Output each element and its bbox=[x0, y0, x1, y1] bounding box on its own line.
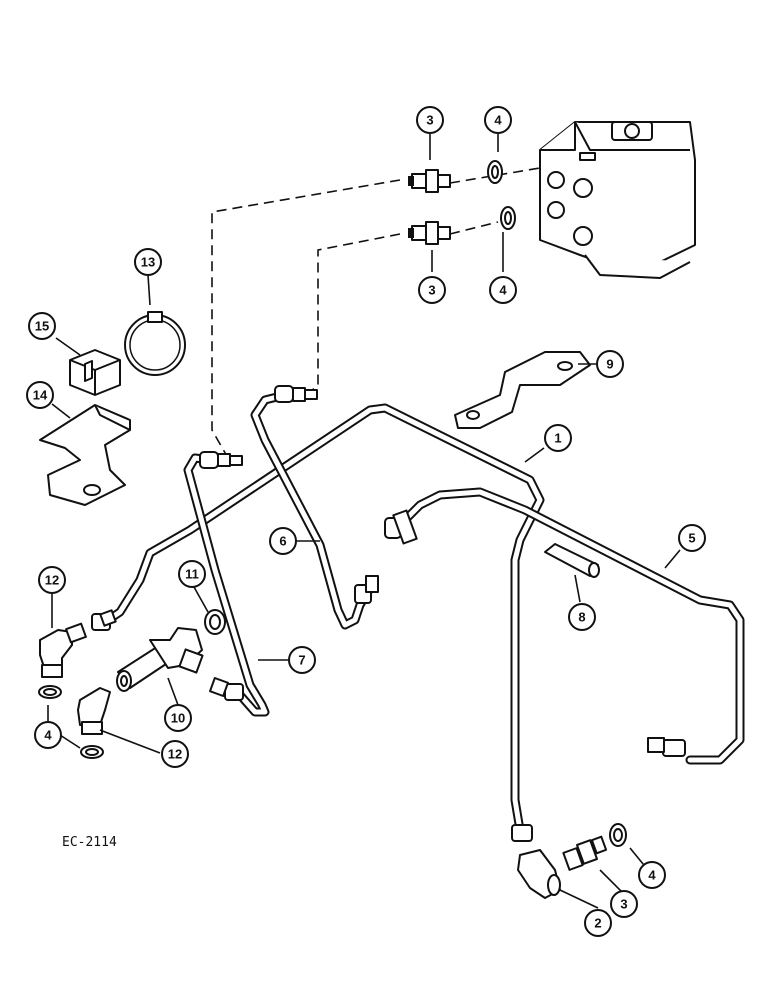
seal-4-left-upper bbox=[38, 685, 62, 699]
callout-6: 6 bbox=[269, 527, 297, 555]
leader-lines bbox=[47, 134, 681, 909]
pipe-5 bbox=[395, 487, 745, 765]
elbow-2 bbox=[517, 849, 561, 899]
pipe-7 bbox=[183, 453, 270, 717]
pipe-end-fitting-7-top bbox=[199, 451, 243, 469]
callout-11: 11 bbox=[178, 560, 206, 588]
callout-1: 1 bbox=[544, 424, 572, 452]
seal-4-lower-right bbox=[609, 823, 627, 847]
callout-9-label: 9 bbox=[606, 357, 613, 372]
pipe-end-fitting-6-bottom bbox=[354, 575, 379, 604]
fitting-3-upper bbox=[408, 169, 451, 193]
bracket-9 bbox=[454, 351, 591, 429]
callout-14: 14 bbox=[26, 381, 54, 409]
callout-9: 9 bbox=[596, 350, 624, 378]
callout-3-upper-label: 3 bbox=[426, 113, 433, 128]
callout-4-upper: 4 bbox=[484, 106, 512, 134]
sleeve-8 bbox=[544, 543, 600, 578]
callout-4-middle: 4 bbox=[489, 276, 517, 304]
seal-4-middle bbox=[500, 206, 516, 230]
callout-13: 13 bbox=[134, 248, 162, 276]
steering-valve-unit bbox=[539, 121, 696, 279]
fitting-3-middle bbox=[408, 221, 451, 245]
callout-10-label: 10 bbox=[171, 711, 185, 726]
callout-8: 8 bbox=[568, 603, 596, 631]
callout-3-middle: 3 bbox=[418, 276, 446, 304]
callout-13-label: 13 bbox=[141, 255, 155, 270]
callout-7-label: 7 bbox=[298, 653, 305, 668]
pipe-1 bbox=[100, 403, 545, 835]
callout-4-lower-right: 4 bbox=[638, 861, 666, 889]
callout-6-label: 6 bbox=[279, 534, 286, 549]
callout-15-label: 15 bbox=[35, 319, 49, 334]
callout-4-lower-right-label: 4 bbox=[648, 868, 656, 883]
seal-4-left-lower bbox=[80, 745, 104, 759]
callout-7: 7 bbox=[288, 646, 316, 674]
cap-11 bbox=[204, 609, 226, 635]
callout-8-label: 8 bbox=[578, 610, 585, 625]
pipe-end-fitting-1-bottom bbox=[511, 824, 533, 842]
callout-4-upper-label: 4 bbox=[494, 113, 502, 128]
tee-10 bbox=[116, 627, 204, 692]
callout-4-left-label: 4 bbox=[44, 728, 52, 743]
pipe-end-fitting-6-top bbox=[274, 385, 318, 403]
pipe-end-fitting-5-right bbox=[647, 737, 686, 757]
callout-5-label: 5 bbox=[688, 531, 695, 546]
callout-4-middle-label: 4 bbox=[499, 283, 507, 298]
block-15 bbox=[69, 349, 121, 396]
callout-12-lower: 12 bbox=[161, 740, 189, 768]
callout-1-label: 1 bbox=[554, 431, 561, 446]
figure-reference-code: EC-2114 bbox=[62, 835, 117, 850]
callout-12-lower-label: 12 bbox=[168, 747, 182, 762]
elbow-12-upper bbox=[39, 622, 87, 678]
callout-3-lower-label: 3 bbox=[620, 897, 627, 912]
dashed-routing-lines bbox=[211, 167, 541, 459]
pipe-end-fitting-5-left bbox=[384, 509, 418, 545]
pipe-end-fitting-7-bottom bbox=[209, 677, 244, 701]
fitting-3-lower bbox=[562, 835, 608, 871]
callout-3-upper: 3 bbox=[416, 106, 444, 134]
callout-14-label: 14 bbox=[33, 388, 48, 403]
bracket-14 bbox=[39, 404, 131, 506]
callout-12-upper-label: 12 bbox=[45, 573, 59, 588]
elbow-12-lower bbox=[77, 687, 111, 735]
callout-3-middle-label: 3 bbox=[428, 283, 435, 298]
clamp-ring-13 bbox=[124, 311, 186, 376]
callout-3-lower: 3 bbox=[610, 890, 638, 918]
callout-2: 2 bbox=[584, 909, 612, 937]
callout-2-label: 2 bbox=[594, 916, 601, 931]
callout-4-left: 4 bbox=[34, 721, 62, 749]
callout-10: 10 bbox=[164, 704, 192, 732]
pipe-6 bbox=[250, 390, 377, 630]
callout-5: 5 bbox=[678, 524, 706, 552]
callout-15: 15 bbox=[28, 312, 56, 340]
callout-11-label: 11 bbox=[185, 567, 199, 582]
pipe-end-fitting-1-left bbox=[91, 609, 117, 631]
callout-12-upper: 12 bbox=[38, 566, 66, 594]
seal-4-upper bbox=[487, 160, 503, 184]
